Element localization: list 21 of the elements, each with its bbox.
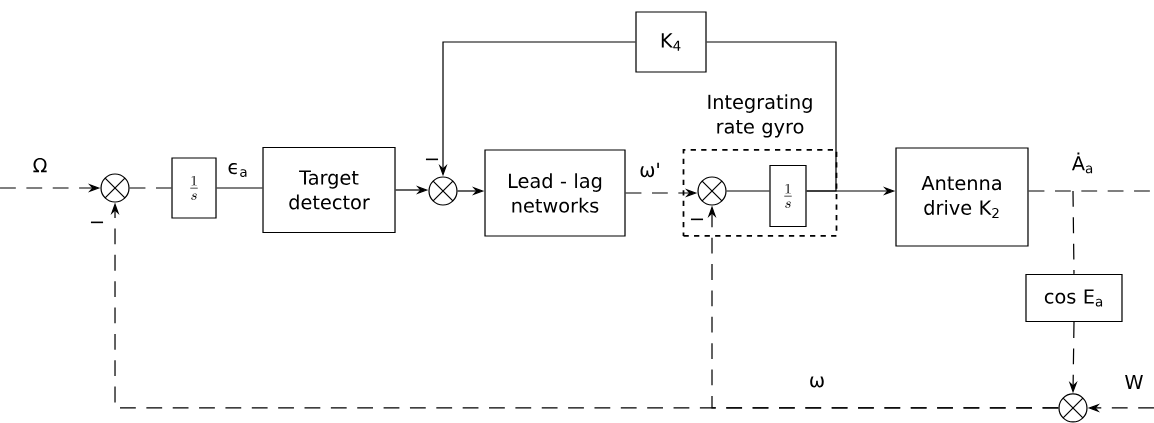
block-box: Target detector xyxy=(262,146,396,234)
node-label: Integrating rate gyro xyxy=(708,94,812,138)
summing-junction xyxy=(428,176,458,206)
summing-junction xyxy=(697,176,727,206)
block-box: Lead - lag networks xyxy=(484,149,626,237)
sign-label: − xyxy=(90,221,104,224)
signal-label: ω xyxy=(807,374,827,390)
summing-junction xyxy=(1058,393,1088,423)
block-box: cos E$_{a}$ xyxy=(1025,273,1123,323)
block-box: K$_{4}$ xyxy=(635,11,707,73)
block-box: Antenna drive K$_{2}$ xyxy=(895,147,1029,247)
block-box: $\frac{1}{s}$ xyxy=(769,164,807,228)
signal-label: Ȧ$_{a}$ xyxy=(1070,150,1096,176)
signal-label: W xyxy=(1122,373,1146,391)
sign-label: − xyxy=(690,218,704,221)
block-box: $\frac{1}{s}$ xyxy=(171,157,217,219)
signal-label: ω' xyxy=(637,161,663,179)
signal-label: Ω xyxy=(30,156,50,174)
sign-label: − xyxy=(425,158,439,161)
signal-label: ϵ$_{a}$ xyxy=(225,161,251,179)
summing-junction xyxy=(100,173,130,203)
